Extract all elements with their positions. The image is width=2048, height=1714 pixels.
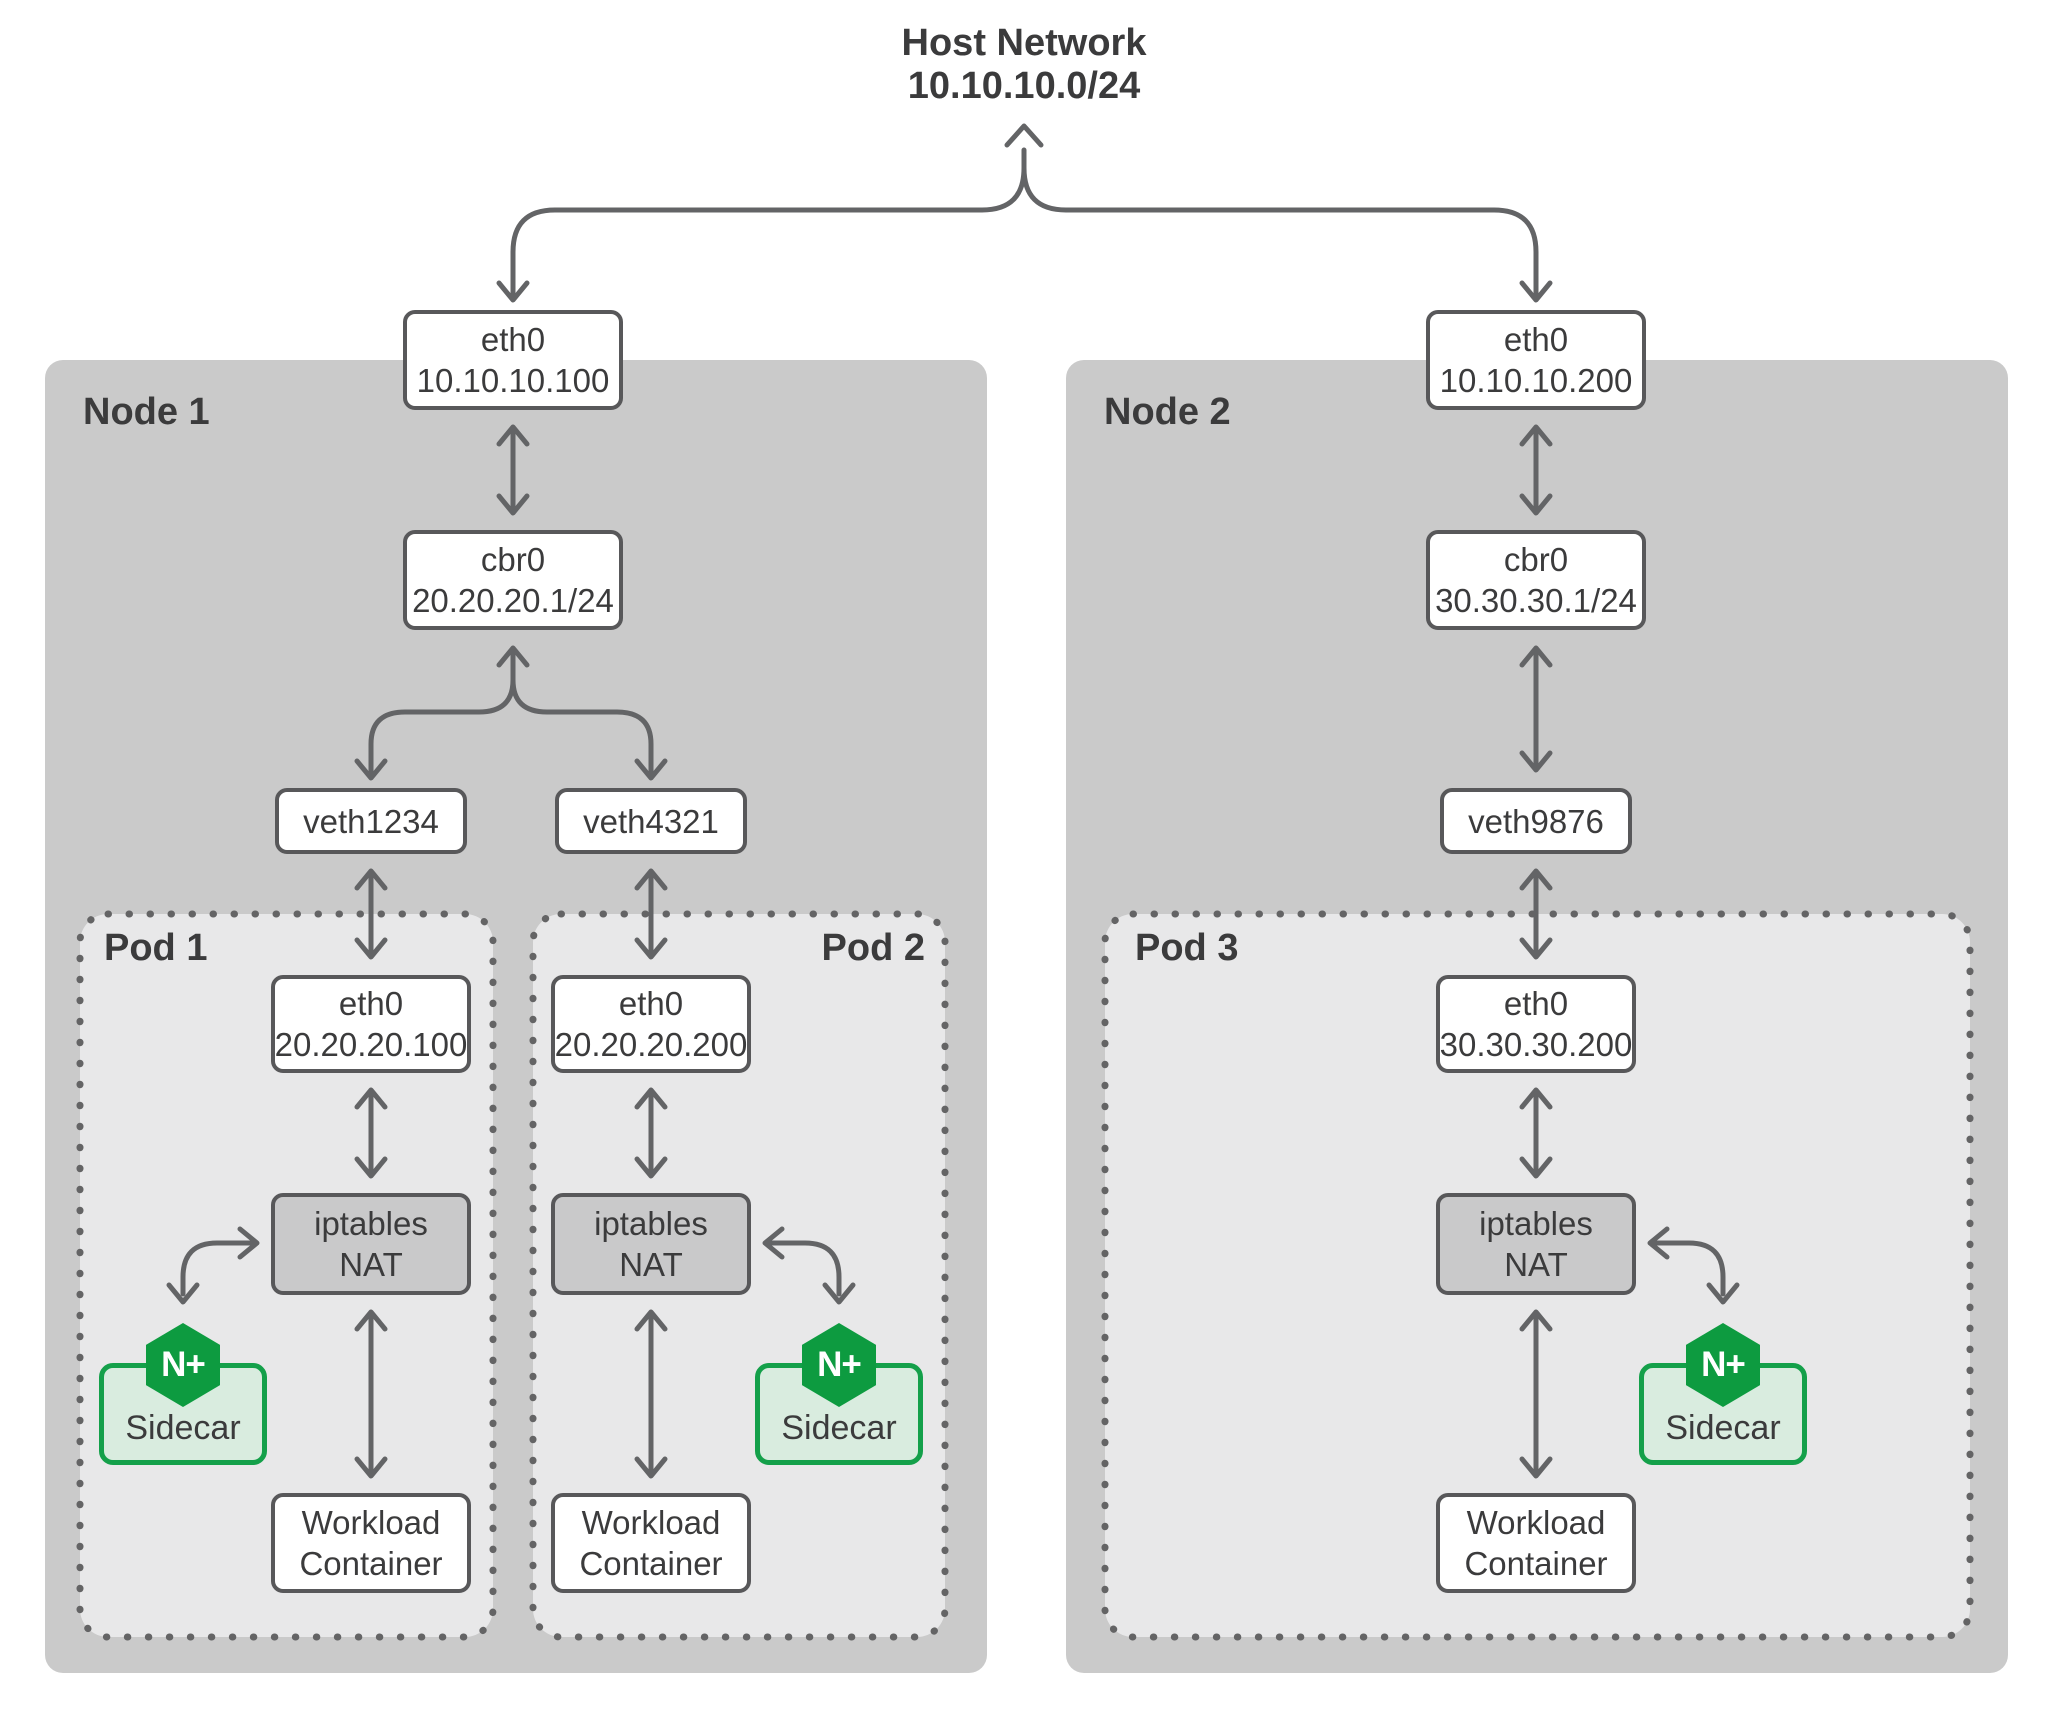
pod1-nginx-plus-logo-text: N+ (161, 1345, 206, 1384)
node2-cbr0-ip: 30.30.30.1/24 (1435, 582, 1637, 619)
node1-cbr0-box: cbr0 20.20.20.1/24 (403, 530, 623, 630)
node2-eth0-box: eth0 10.10.10.200 (1426, 310, 1646, 410)
arrow-node1-eth0-cbr0 (496, 424, 530, 516)
pod3-nat-line1: iptables (1479, 1205, 1593, 1242)
node1-label: Node 1 (83, 391, 210, 433)
pod1-workload-line1: Workload (301, 1504, 441, 1541)
pod3-workload-line1: Workload (1466, 1504, 1606, 1541)
node1-veth1234-box: veth1234 (275, 788, 467, 854)
node1-eth0-name: eth0 (480, 321, 546, 358)
arrow-pod1-nat-workload (354, 1309, 388, 1479)
arrow-node1-cbr0-veths (354, 645, 668, 781)
node1-veth4321-label: veth4321 (583, 802, 719, 840)
node2-eth0-ip: 10.10.10.200 (1439, 362, 1633, 399)
pod1-nat-line2: NAT (339, 1246, 403, 1283)
node2-eth0-name: eth0 (1503, 321, 1569, 358)
pod3-workload-container-box: Workload Container (1436, 1493, 1636, 1593)
node2-cbr0-name: cbr0 (1503, 541, 1569, 578)
pod2-workload-line2: Container (579, 1545, 723, 1582)
pod3-nat-line2: NAT (1504, 1246, 1568, 1283)
arrow-pod1-eth0-nat (354, 1087, 388, 1179)
node1-veth4321-box: veth4321 (555, 788, 747, 854)
arrow-pod3-nat-sidecar (1647, 1226, 1740, 1305)
pod1-iptables-nat-box: iptables NAT (271, 1193, 471, 1295)
node2-label: Node 2 (1104, 391, 1231, 433)
pod2-nat-line2: NAT (619, 1246, 683, 1283)
arrow-pod1-nat-sidecar (166, 1226, 260, 1305)
pod2-workload-line1: Workload (581, 1504, 721, 1541)
node1-veth1234-label: veth1234 (303, 802, 439, 840)
node2-veth9876-box: veth9876 (1440, 788, 1632, 854)
node1-eth0-box: eth0 10.10.10.100 (403, 310, 623, 410)
host-network-subnet: 10.10.10.0/24 (907, 65, 1141, 107)
pod1-eth0-name: eth0 (338, 985, 404, 1022)
pod1-eth0-ip: 20.20.20.100 (274, 1026, 468, 1063)
pod2-nginx-plus-logo-text: N+ (817, 1345, 862, 1384)
pod3-eth0-box: eth0 30.30.30.200 (1436, 975, 1636, 1073)
arrow-veth9876-pod3-eth0 (1519, 868, 1553, 960)
pod1-nat-line1: iptables (314, 1205, 428, 1242)
arrow-host-network-branch (496, 123, 1553, 303)
pod2-label: Pod 2 (821, 927, 925, 969)
pod2-eth0-ip: 20.20.20.200 (554, 1026, 748, 1063)
pod3-eth0-ip: 30.30.30.200 (1439, 1026, 1633, 1063)
pod1-eth0-box: eth0 20.20.20.100 (271, 975, 471, 1073)
arrow-node2-cbr0-veth (1519, 645, 1553, 773)
pod1-workload-container-box: Workload Container (271, 1493, 471, 1593)
pod3-label: Pod 3 (1135, 927, 1239, 969)
pod2-eth0-box: eth0 20.20.20.200 (551, 975, 751, 1073)
pod3-workload-line2: Container (1464, 1545, 1608, 1582)
pod1-sidecar-box: Sidecar (99, 1363, 267, 1465)
node2-cbr0-box: cbr0 30.30.30.1/24 (1426, 530, 1646, 630)
pod2-nat-line1: iptables (594, 1205, 708, 1242)
arrow-node2-eth0-cbr0 (1519, 424, 1553, 516)
node1-cbr0-ip: 20.20.20.1/24 (412, 582, 614, 619)
arrow-veth4321-pod2-eth0 (634, 868, 668, 960)
arrow-pod2-nat-workload (634, 1309, 668, 1479)
host-network-title: Host Network 10.10.10.0/24 (0, 22, 2048, 108)
pod2-sidecar-label: Sidecar (781, 1409, 897, 1447)
pod1-workload-line2: Container (299, 1545, 443, 1582)
node2-veth9876-label: veth9876 (1468, 802, 1604, 840)
pod2-iptables-nat-box: iptables NAT (551, 1193, 751, 1295)
arrow-veth1234-pod1-eth0 (354, 868, 388, 960)
node1-eth0-ip: 10.10.10.100 (416, 362, 610, 399)
pod3-sidecar-label: Sidecar (1665, 1409, 1781, 1447)
pod1-label: Pod 1 (104, 927, 208, 969)
node1-cbr0-name: cbr0 (480, 541, 546, 578)
pod3-eth0-name: eth0 (1503, 985, 1569, 1022)
arrow-pod2-nat-sidecar (762, 1226, 856, 1305)
arrow-pod3-nat-workload (1519, 1309, 1553, 1479)
pod3-nginx-plus-logo-text: N+ (1701, 1345, 1746, 1384)
pod3-iptables-nat-box: iptables NAT (1436, 1193, 1636, 1295)
pod2-workload-container-box: Workload Container (551, 1493, 751, 1593)
arrow-pod3-eth0-nat (1519, 1087, 1553, 1179)
pod2-eth0-name: eth0 (618, 985, 684, 1022)
pod1-sidecar-label: Sidecar (125, 1409, 241, 1447)
arrow-pod2-eth0-nat (634, 1087, 668, 1179)
host-network-title-line1: Host Network (901, 22, 1147, 64)
